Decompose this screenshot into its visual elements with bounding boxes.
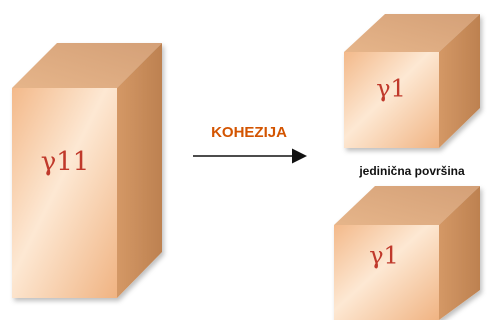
unit-surface-label: jedinična površina (358, 164, 465, 178)
small-block-bottom-top (334, 186, 480, 225)
small-block-bottom-side (439, 186, 480, 320)
large-block-side (117, 43, 162, 298)
small-block-top-side (439, 14, 480, 148)
small-block-top-top (344, 14, 480, 52)
small-block-top-front (344, 52, 439, 148)
small-block-bottom (334, 186, 480, 320)
large-block-front (12, 88, 117, 298)
small-block-top-label: γ1 (376, 75, 406, 103)
small-block-top (344, 14, 480, 148)
small-block-bottom-label: γ1 (369, 242, 399, 270)
large-block-top (12, 43, 162, 88)
arrow-label: KOHEZIJA (211, 124, 287, 141)
small-block-bottom-front (334, 225, 439, 320)
large-block-label: γ11 (41, 147, 90, 177)
large-block (12, 43, 162, 298)
